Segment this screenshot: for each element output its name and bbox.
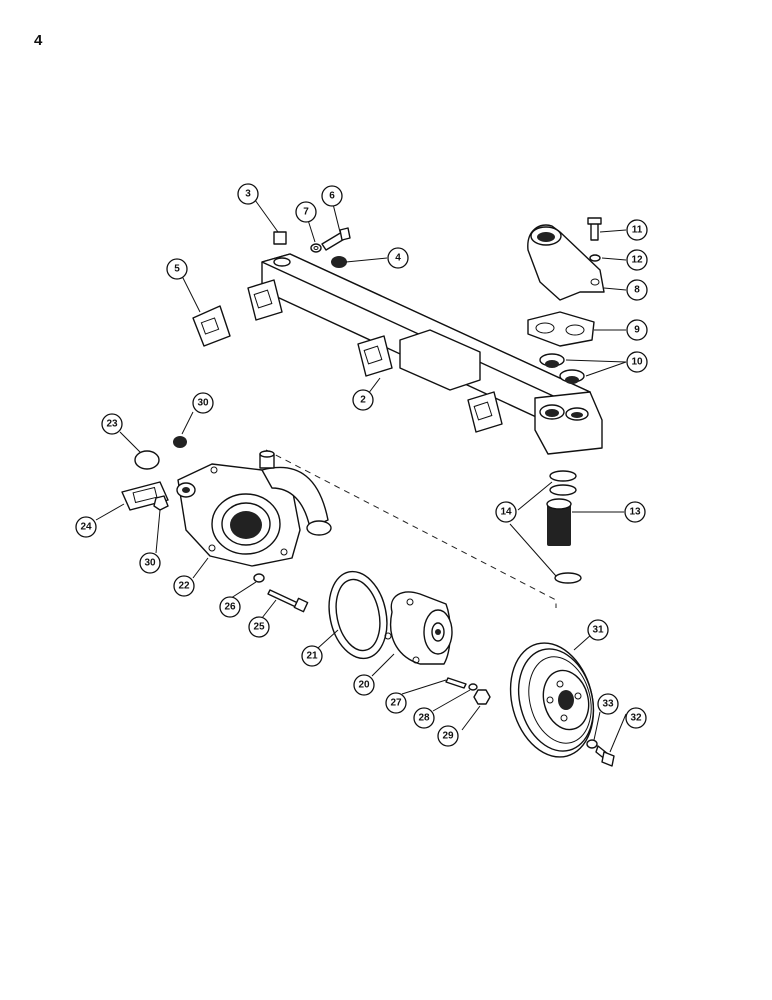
bypass-hose-icon [546,498,572,546]
callout-2: 2 [352,389,374,411]
bolt-icon [587,217,602,241]
callout-12: 12 [626,249,648,271]
fan-pulley-icon [509,642,595,758]
svg-text:13: 13 [629,507,641,518]
svg-text:7: 7 [303,207,309,218]
svg-text:5: 5 [174,264,180,275]
gasket-icon [192,305,231,347]
callout-27: 27 [385,692,407,714]
callout-26: 26 [219,596,241,618]
svg-text:11: 11 [632,225,643,236]
callout-23: 23 [101,413,123,435]
svg-text:12: 12 [631,255,643,266]
callout-21: 21 [301,645,323,667]
svg-text:8: 8 [634,285,640,296]
water-manifold-icon [247,253,603,455]
callout-25: 25 [248,616,270,638]
svg-text:25: 25 [253,622,265,633]
pump-gasket-icon [328,570,388,660]
callout-13: 13 [624,501,646,523]
svg-text:30: 30 [197,398,209,409]
stud-icon [321,227,351,251]
svg-text:30: 30 [144,558,156,569]
callout-11: 11 [626,219,648,241]
leader-lines [95,199,627,753]
svg-text:6: 6 [329,191,335,202]
hose-clamp-icon [549,470,582,584]
page-number: 4 [34,32,43,49]
svg-text:10: 10 [631,357,643,368]
callout-8: 8 [626,279,648,301]
callout-5: 5 [166,258,188,280]
pump-stud-icon [445,677,467,689]
callout-9: 9 [626,319,648,341]
svg-text:31: 31 [592,625,604,636]
callout-14: 14 [495,501,517,523]
svg-text:22: 22 [178,581,190,592]
pump-housing-icon [176,450,332,567]
washer-icon [310,243,322,253]
svg-text:23: 23 [106,419,118,430]
callout-10: 10 [626,351,648,373]
svg-text:9: 9 [634,325,640,336]
callout-28: 28 [413,707,435,729]
callout-30b: 30 [139,552,161,574]
svg-text:32: 32 [630,713,642,724]
callout-6: 6 [321,185,343,207]
nut-icon [468,683,491,705]
pulley-capscrew-icon [595,745,615,767]
svg-text:2: 2 [360,395,366,406]
thermostat-housing-icon [527,224,605,301]
svg-text:33: 33 [602,699,614,710]
svg-text:20: 20 [358,680,370,691]
capscrew-icon [267,589,309,613]
svg-text:4: 4 [395,253,401,264]
connection-line [265,449,557,608]
lock-washer-icon [589,254,601,262]
flat-washer-icon [253,573,265,583]
svg-text:28: 28 [418,713,430,724]
expansion-plug-icon [134,450,160,470]
svg-text:29: 29 [442,731,454,742]
callout-4: 4 [387,247,409,269]
svg-text:3: 3 [245,189,251,200]
svg-text:27: 27 [390,698,402,709]
svg-text:24: 24 [80,522,92,533]
thermostat-icon [539,353,585,384]
callout-22: 22 [173,575,195,597]
callout-20: 20 [353,674,375,696]
svg-text:21: 21 [306,651,318,662]
water-pump-icon [384,591,453,665]
pipe-plug-icon [273,231,347,268]
callout-30a: 30 [192,392,214,414]
callout-3: 3 [237,183,259,205]
callout-32: 32 [625,707,647,729]
svg-text:26: 26 [224,602,236,613]
callout-24: 24 [75,516,97,538]
pipe-fitting-icon [153,436,187,511]
callout-29: 29 [437,725,459,747]
callout-33: 33 [597,693,619,715]
callout-7: 7 [295,201,317,223]
pulley-washer-icon [586,739,598,749]
thermostat-gasket-icon [527,311,595,347]
callout-31: 31 [587,619,609,641]
svg-text:14: 14 [500,507,512,518]
